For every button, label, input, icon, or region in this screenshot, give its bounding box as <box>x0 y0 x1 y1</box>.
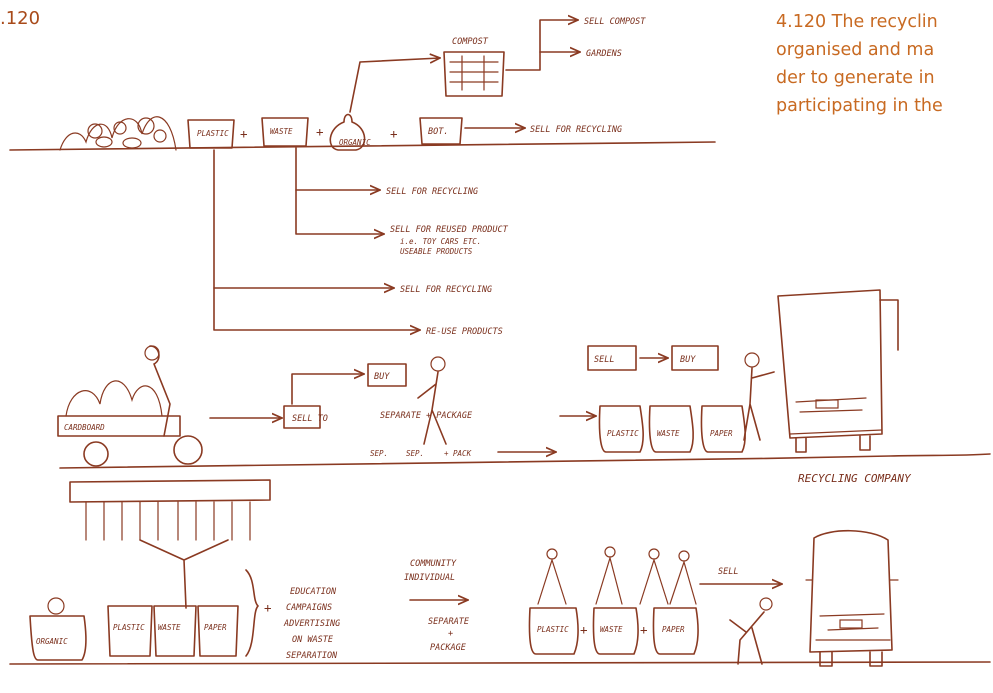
label-individual: INDIVIDUAL <box>404 573 455 583</box>
svg-text:+: + <box>264 600 272 615</box>
row3-bag-paper-label: PAPER <box>662 625 685 634</box>
label-sep-2: SEP. <box>406 449 424 458</box>
row2-bag-waste-label: WASTE <box>657 429 680 438</box>
label-buy-small: BUY <box>374 372 390 382</box>
bag-plastic-icon: PLASTIC <box>599 406 643 452</box>
label-sell-for-recycling-2: SELL FOR RECYCLING <box>386 187 478 197</box>
row2-bag-paper-label: PAPER <box>710 429 733 438</box>
row-3-ground-line <box>10 661 990 664</box>
label-community: COMMUNITY <box>410 559 457 569</box>
row2-bag-plastic-label: PLASTIC <box>607 429 639 438</box>
label-plus: + <box>448 629 453 639</box>
svg-text:CARDBOARD: CARDBOARD <box>64 423 105 432</box>
svg-text:+: + <box>640 622 648 637</box>
label-compost: COMPOST <box>452 37 489 47</box>
svg-text:+: + <box>240 126 248 141</box>
worker-loading-icon <box>744 353 774 440</box>
label-useable-products: USEABLE PRODUCTS <box>400 247 473 256</box>
recycling-truck-icon <box>778 290 898 452</box>
bin-plastic-icon: PLASTIC <box>188 120 234 148</box>
bag-organic-label: ORGANIC <box>339 138 371 147</box>
row3-bin-waste-label: WASTE <box>158 623 181 632</box>
collection-truck-icon <box>806 531 898 666</box>
row-3-community-program: ORGANIC PLASTIC WASTE PAPER + EDUCATION … <box>10 480 990 666</box>
row3-bin-plastic-label: PLASTIC <box>113 623 145 632</box>
person-walking-icon <box>730 598 772 664</box>
label-sell-compost: SELL COMPOST <box>584 17 646 27</box>
label-buy-box: BUY <box>680 355 696 365</box>
label-separation: SEPARATION <box>286 651 338 661</box>
label-campaigns: CAMPAIGNS <box>286 603 332 613</box>
bag-plastic-row3-icon: PLASTIC <box>529 608 578 654</box>
svg-text:+: + <box>390 126 398 141</box>
row-2-ground-line <box>60 454 990 468</box>
rubbish-pile-icon <box>60 117 176 150</box>
bin-bottles-icon: BOT. <box>420 118 462 144</box>
label-separate: SEPARATE <box>428 617 470 627</box>
label-sell-for-reused-product: SELL FOR REUSED PRODUCT <box>390 225 509 235</box>
bin-waste-icon: WASTE <box>262 118 308 146</box>
label-sell: SELL <box>718 567 738 577</box>
label-advertising: ADVERTISING <box>283 619 340 629</box>
community-people-icon <box>538 547 696 604</box>
label-pack: + PACK <box>444 449 472 458</box>
label-reuse-products: RE-USE PRODUCTS <box>426 327 503 337</box>
bin-paper-row3-icon: PAPER <box>198 606 238 656</box>
row3-bag-waste-label: WASTE <box>600 625 623 634</box>
shelter-canopy-icon <box>70 480 270 608</box>
label-toy-cars: i.e. TOY CARS ETC. <box>400 237 481 246</box>
bag-waste-icon: WASTE <box>649 406 693 452</box>
bin-plastic-label: PLASTIC <box>197 129 229 138</box>
bin-waste-label: WASTE <box>270 127 293 136</box>
label-separate-package: SEPARATE + PACKAGE <box>380 411 473 421</box>
bin-plastic-row3-icon: PLASTIC <box>108 606 152 656</box>
label-sell-for-recycling-1: SELL FOR RECYCLING <box>530 125 622 135</box>
collector-cart-icon: CARDBOARD <box>58 346 202 466</box>
bin-waste-row3-icon: WASTE <box>154 606 196 656</box>
label-sell-for-recycling-3: SELL FOR RECYCLING <box>400 285 492 295</box>
bag-organic-icon: ORGANIC <box>330 115 371 151</box>
label-gardens: GARDENS <box>586 49 622 59</box>
label-sell-box: SELL <box>594 355 614 365</box>
compost-bin-icon <box>444 52 504 96</box>
label-package: PACKAGE <box>430 643 467 653</box>
row-2-collector-trade: CARDBOARD BUY SELL TO SEPARATE + PACKAGE… <box>58 290 990 485</box>
row3-bin-organic-label: ORGANIC <box>36 637 68 646</box>
svg-text:+: + <box>580 622 588 637</box>
bag-paper-row3-icon: PAPER <box>653 608 698 654</box>
label-recycling-company: RECYCLING COMPANY <box>798 472 912 485</box>
label-sep-1: SEP. <box>370 449 388 458</box>
bin-bottles-label: BOT. <box>428 127 448 137</box>
bag-paper-icon: PAPER <box>701 406 745 452</box>
label-education: EDUCATION <box>290 587 337 597</box>
label-on-waste: ON WASTE <box>292 635 334 645</box>
label-sell-to: SELL TO <box>292 414 328 424</box>
bin-organic-icon: ORGANIC <box>30 598 86 660</box>
bag-waste-row3-icon: WASTE <box>593 608 638 654</box>
row3-bin-paper-label: PAPER <box>204 623 227 632</box>
person-separating-icon <box>418 357 446 444</box>
row-1-household-sorting: PLASTIC + WASTE + ORGANIC + BOT. SELL FO… <box>10 17 715 337</box>
row3-bag-plastic-label: PLASTIC <box>537 625 569 634</box>
svg-text:+: + <box>316 124 324 139</box>
